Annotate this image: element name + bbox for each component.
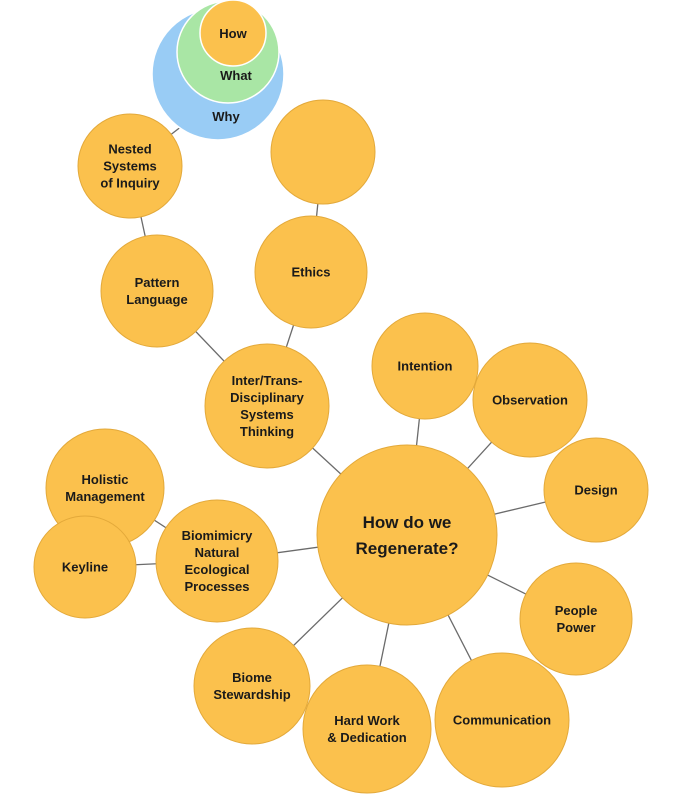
node-label-line: Management — [65, 489, 145, 504]
node-label-line: Natural — [195, 545, 240, 560]
node-label-line: Thinking — [240, 424, 294, 439]
node-ethics: Ethics — [254, 215, 368, 329]
node-circle — [371, 312, 479, 420]
node-circle — [434, 652, 570, 788]
node-observation: Observation — [472, 342, 588, 458]
node-center: How do we Regenerate? — [316, 444, 498, 626]
node-circle — [100, 234, 214, 348]
node-label-line: Regenerate? — [356, 539, 459, 558]
node-label-line: Systems — [240, 407, 293, 422]
node-label-line: & Dedication — [327, 730, 407, 745]
node-label-line: How do we — [363, 513, 452, 532]
node-circle — [316, 444, 498, 626]
node-intention: Intention — [371, 312, 479, 420]
how-label: How — [219, 26, 247, 41]
node-label-line: Ecological — [184, 562, 249, 577]
node-label-line: Biome — [232, 670, 272, 685]
node-label-line: Processes — [184, 579, 249, 594]
node-label-line: Inter/Trans- — [232, 373, 303, 388]
node-label-line: Language — [126, 292, 187, 307]
node-label-line: Ethics — [291, 265, 330, 280]
node-label-line: Design — [574, 483, 617, 498]
node-label-line: Systems — [103, 159, 156, 174]
how-circle — [199, 0, 267, 67]
why-label: Why — [212, 109, 240, 124]
node-label-line: Biomimicry — [182, 528, 254, 543]
why-what-how-nested-circles: Why What How — [151, 0, 285, 141]
node-circle — [204, 343, 330, 469]
node-circle — [472, 342, 588, 458]
node-label-line: People — [555, 603, 598, 618]
node-label-line: Holistic — [82, 472, 129, 487]
node-label-line: Stewardship — [213, 687, 290, 702]
node-circle — [254, 215, 368, 329]
node-label-line: Disciplinary — [230, 390, 304, 405]
node-design: Design — [543, 437, 649, 543]
node-label-line: Nested — [108, 142, 151, 157]
node-circle — [519, 562, 633, 676]
node-circle — [270, 99, 376, 205]
node-communication: Communication — [434, 652, 570, 788]
node-label-line: Power — [556, 620, 595, 635]
what-label: What — [220, 68, 252, 83]
node-label-line: of Inquiry — [100, 176, 160, 191]
node-label-line: Pattern — [135, 275, 180, 290]
node-blank — [270, 99, 376, 205]
node-label-line: Communication — [453, 713, 551, 728]
node-circle — [302, 664, 432, 794]
node-circle — [543, 437, 649, 543]
node-label-line: Intention — [398, 359, 453, 374]
node-circle — [193, 627, 311, 745]
node-label-line: Hard Work — [334, 713, 400, 728]
node-keyline: Keyline — [33, 515, 137, 619]
node-circle — [77, 113, 183, 219]
node-circle — [33, 515, 137, 619]
node-hard-work: Hard Work & Dedication — [302, 664, 432, 794]
node-label-line: Observation — [492, 393, 568, 408]
node-circle — [155, 499, 279, 623]
node-label-line: Keyline — [62, 560, 108, 575]
